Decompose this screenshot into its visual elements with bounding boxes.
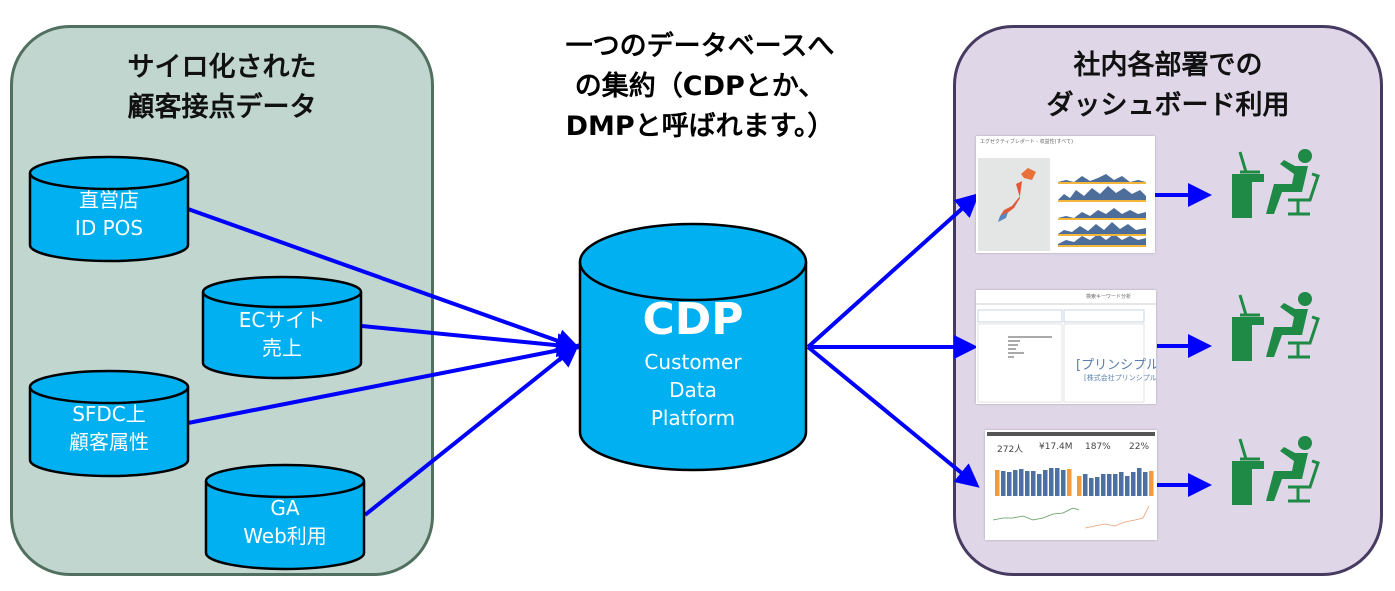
source-label-ec: ECサイト 売上 — [203, 306, 361, 362]
source-sfdc-line1: SFDC上 — [72, 402, 146, 426]
person-at-desk-icon — [1232, 292, 1320, 361]
thumbnail-bar — [1067, 469, 1072, 496]
dashboard-thumbnail-kpi: 272人 ¥17.4M 187% 22% — [985, 430, 1157, 540]
person-at-desk-icon — [1232, 149, 1320, 218]
arrow-ga-to-cdp — [363, 343, 580, 517]
dashboard-title-line1: 社内各部署での — [1073, 50, 1263, 81]
source-ga-line2: Web利用 — [243, 524, 327, 548]
wordcloud-secondary-term: [株式会社プリンシプル] — [1084, 374, 1156, 382]
kpi-charts — [992, 468, 1154, 529]
arrow-cdp-to-exec-report — [806, 192, 980, 349]
thumbnail-bar — [1049, 468, 1054, 496]
source-label-sfdc: SFDC上 顧客属性 — [30, 400, 188, 456]
thumbnail-bar — [1089, 478, 1094, 496]
database-cylinder-ga — [204, 463, 366, 571]
kpi-value-3: 187% — [1085, 442, 1111, 452]
source-ec-line2: 売上 — [262, 336, 302, 360]
cdp-cylinder — [578, 222, 808, 472]
database-cylinder-idpos — [28, 155, 190, 263]
source-ec-line1: ECサイト — [238, 308, 326, 332]
thumbnail-bar — [1013, 470, 1018, 496]
consolidation-title-line1: 一つのデータベースへ — [565, 31, 835, 62]
keyword-analysis-charts — [976, 303, 1156, 403]
thumbnail-bar — [1037, 474, 1042, 496]
kpi-value-4: 22% — [1129, 442, 1150, 452]
exec-report-title: エグゼクティブレポート - 収益性(すべて) — [980, 139, 1074, 145]
arrow-ec-to-cdp — [361, 324, 581, 358]
thumbnail-bar — [1025, 471, 1030, 496]
thumbnail-bar — [1119, 472, 1124, 496]
thumbnail-bar — [1149, 471, 1154, 496]
cdp-subtitle-line2: Data — [669, 378, 717, 402]
source-idpos-line2: ID POS — [74, 216, 144, 240]
source-label-ga: GA Web利用 — [206, 494, 364, 550]
kpi-value-1: 272人 — [997, 445, 1024, 455]
source-label-idpos: 直営店 ID POS — [30, 186, 188, 242]
kpi-value-2: ¥17.4M — [1039, 442, 1073, 452]
person-at-desk-icon — [1232, 436, 1320, 505]
cdp-label: CDP — [642, 294, 744, 345]
kpi-header-bar — [987, 432, 1155, 436]
dashboard-title-line2: ダッシュボード利用 — [1046, 90, 1290, 121]
dashboard-usage-title: 社内各部署での ダッシュボード利用 — [956, 46, 1380, 126]
thumbnail-bar — [1095, 477, 1100, 496]
source-ga-line1: GA — [270, 496, 300, 520]
arrow-idpos-to-cdp — [187, 207, 581, 353]
thumbnail-bar — [1031, 471, 1036, 496]
cdp-subtitle-line1: Customer — [644, 350, 742, 374]
thumbnail-bar — [1083, 474, 1088, 496]
thumbnail-bar — [1131, 472, 1136, 496]
thumbnail-bar — [995, 470, 1000, 496]
thumbnail-bar — [1007, 472, 1012, 496]
thumbnail-bar — [1143, 472, 1148, 496]
siloed-title-line1: サイロ化された — [127, 52, 317, 83]
consolidation-title-line2: の集約（CDPとか、 — [574, 71, 826, 102]
arrow-sfdc-to-cdp — [187, 338, 581, 425]
database-cylinder-sfdc — [28, 369, 190, 478]
thumbnail-bar — [1061, 470, 1066, 496]
thumbnail-bar — [1137, 468, 1142, 496]
database-cylinder-ec — [201, 275, 363, 380]
thumbnail-bar — [1043, 470, 1048, 496]
wordcloud-main-term: [プリンシプル] — [1076, 358, 1156, 373]
thumbnail-bar — [1101, 474, 1106, 496]
arrow-cdp-to-kpi — [806, 345, 980, 488]
users — [1232, 149, 1320, 505]
dashboard-thumbnail-exec-report: エグゼクティブレポート - 収益性(すべて) — [976, 136, 1155, 253]
source-sfdc-line2: 顧客属性 — [69, 430, 149, 454]
dashboard-thumbnail-keyword-analysis: 検索キーワード分析 [プリンシプル] [株式会社プリンシプル] — [976, 290, 1156, 404]
keyword-analysis-title: 検索キーワード分析 — [1086, 294, 1132, 300]
source-idpos-line1: 直営店 — [79, 188, 139, 212]
siloed-data-title: サイロ化された 顧客接点データ — [13, 48, 431, 128]
thumbnail-bar — [1077, 476, 1082, 496]
thumbnail-bar — [1001, 471, 1006, 496]
cdp-subtitle-line3: Platform — [650, 406, 736, 430]
thumbnail-bar — [1107, 474, 1112, 496]
thumbnail-bar — [1019, 469, 1024, 496]
user-arrows — [1155, 183, 1212, 497]
thumbnail-bar — [1113, 474, 1118, 496]
cdp-subtitle: Customer Data Platform — [580, 348, 806, 432]
siloed-title-line2: 顧客接点データ — [127, 92, 317, 123]
thumbnail-bar — [1055, 468, 1060, 496]
consolidation-title-line3: DMPと呼ばれます。） — [565, 111, 835, 142]
exec-report-charts — [978, 158, 1146, 251]
thumbnail-bar — [1125, 476, 1130, 496]
source-arrows — [187, 207, 581, 517]
dashboard-arrows — [806, 192, 980, 488]
consolidation-title: 一つのデータベースへ の集約（CDPとか、 DMPと呼ばれます。） — [520, 27, 880, 147]
